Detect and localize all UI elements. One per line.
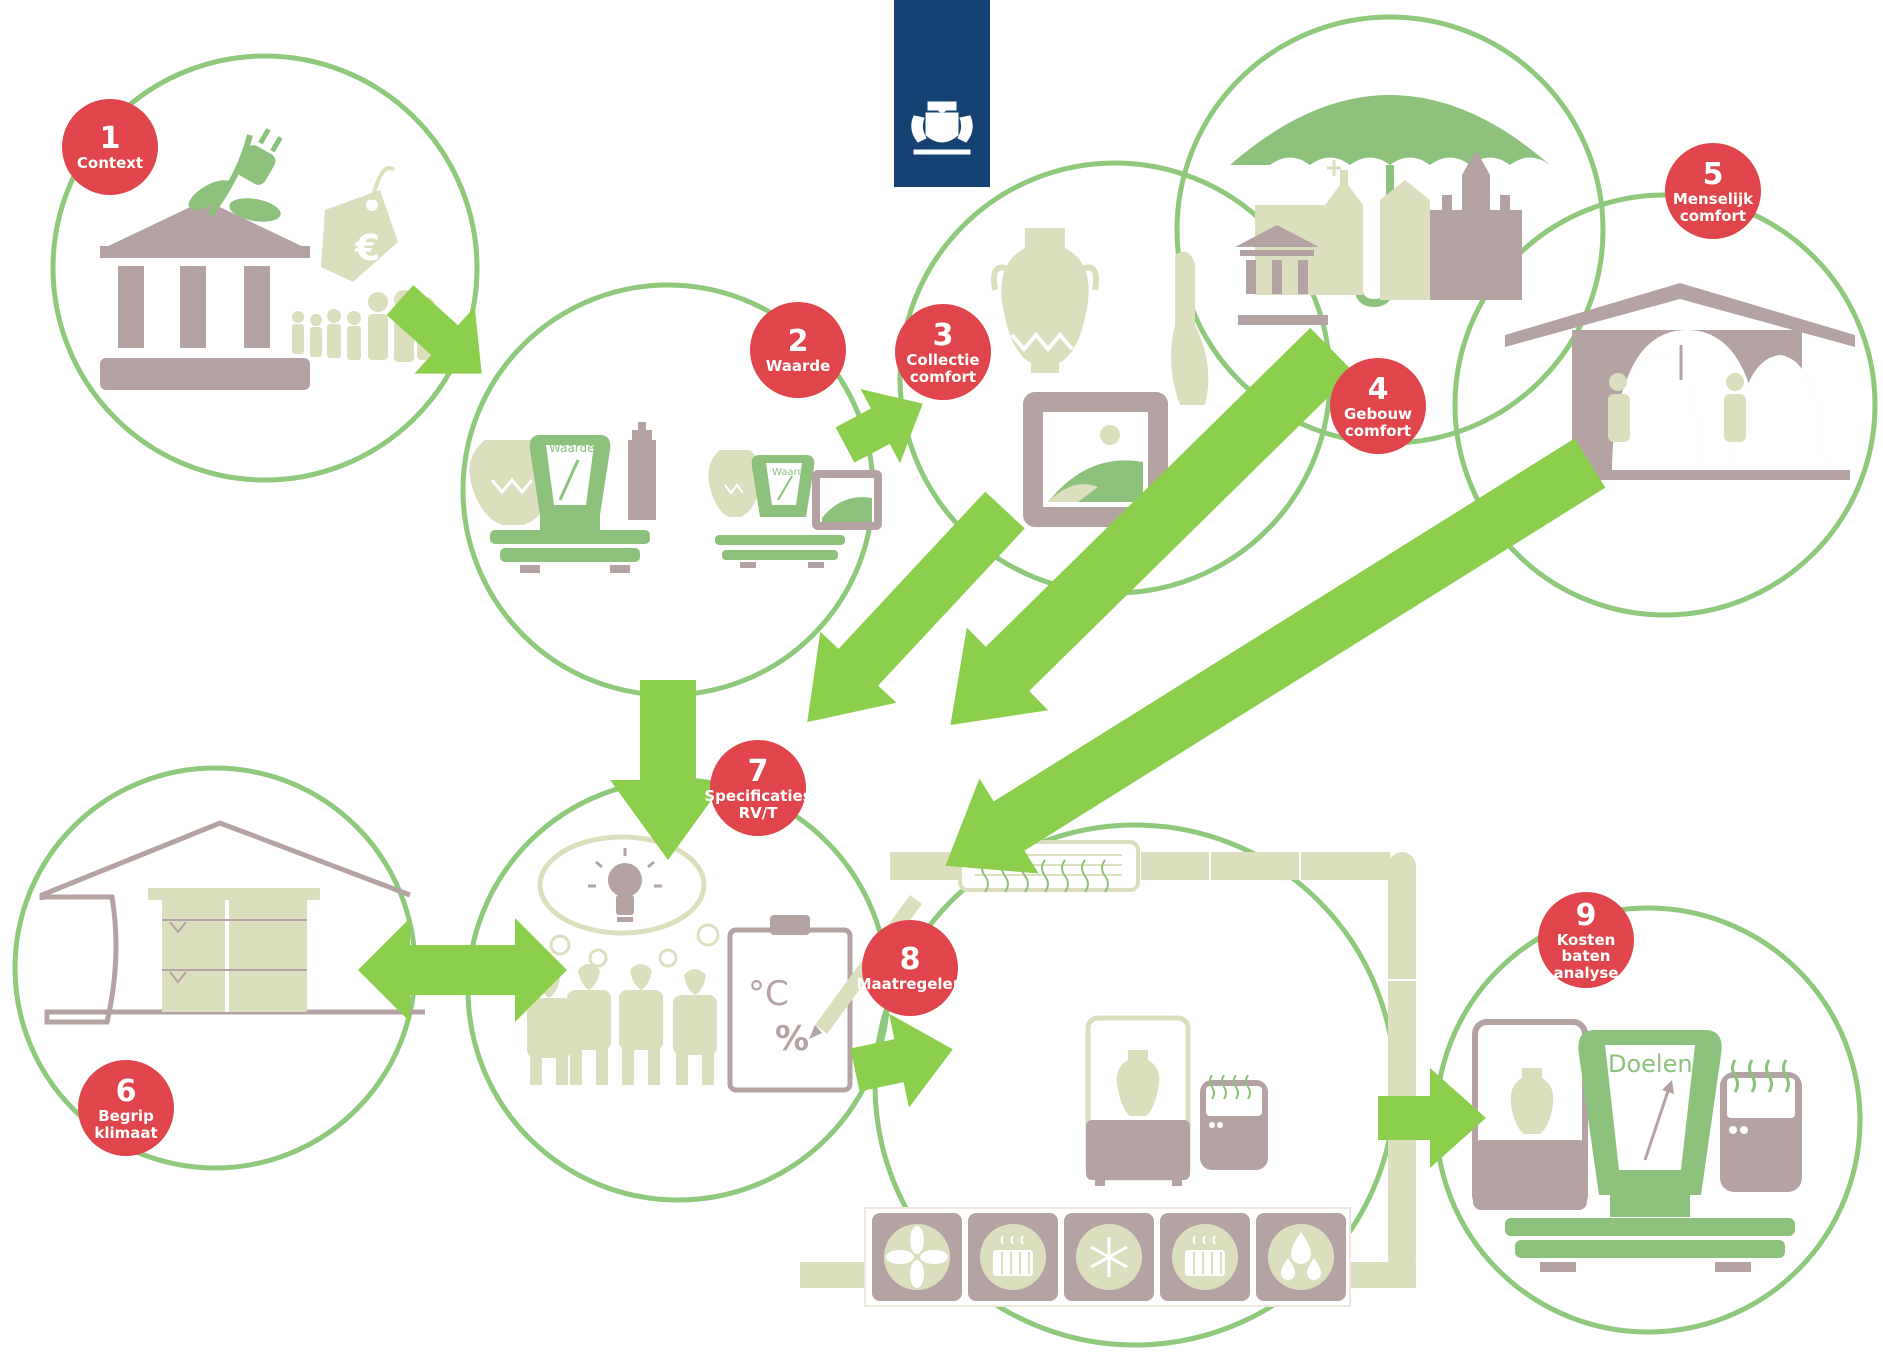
lightbulb-icon: [588, 848, 662, 922]
step-badge-3: 3 Collectie comfort: [895, 304, 991, 400]
radiator-icon: [1185, 1235, 1225, 1276]
fan-icon: [886, 1226, 948, 1288]
plug-icon: [188, 128, 283, 222]
specificaties-illustration: °C %: [527, 834, 922, 1093]
euro-symbol: €: [354, 228, 380, 269]
circle-context: [50, 53, 480, 483]
step-number: 4: [1367, 372, 1389, 407]
arrow-8-to-9: [1378, 1068, 1486, 1168]
step-number: 2: [787, 324, 809, 360]
step-number: 7: [747, 754, 769, 789]
flow-arrows: [358, 285, 1606, 1168]
kosten-illustration: Doelen: [1472, 1019, 1802, 1272]
radiator-icon: [993, 1235, 1033, 1276]
scale-label-large: Waarde: [549, 441, 595, 455]
step-label: Gebouw comfort: [1343, 405, 1413, 440]
step-label: Waarde: [765, 357, 831, 376]
snowflake-icon: [1090, 1237, 1128, 1277]
arrow-7-to-8: [850, 1013, 953, 1108]
menselijk-illustration: [1505, 283, 1855, 480]
context-illustration: €: [100, 128, 435, 390]
step-label: Specificaties RV/T: [704, 787, 812, 822]
arrow-4-to-7: [950, 327, 1354, 725]
arrow-6-7-bidirectional: [358, 918, 567, 1022]
scale-label-small: Waarde: [772, 467, 810, 478]
step-badge-4: 4 Gebouw comfort: [1330, 358, 1426, 454]
clipboard-icon: °C %: [727, 915, 853, 1093]
arrow-1-to-2: [386, 285, 482, 374]
step-label: Collectie comfort: [906, 351, 980, 386]
thermometer-icon: [1671, 335, 1697, 390]
step-label: Kosten baten analyse: [1553, 930, 1619, 982]
step-badge-2: 2 Waarde: [750, 302, 846, 398]
water-drops-icon: [1281, 1232, 1321, 1280]
step-label: Context: [76, 154, 144, 173]
people-group: [527, 964, 717, 1085]
collectie-illustration: [991, 228, 1209, 527]
step-badge-5: 5 Menselijk comfort: [1665, 143, 1761, 239]
arrow-2-to-7: [610, 680, 726, 860]
step-number: 6: [115, 1074, 137, 1109]
step-label: Menselijk comfort: [1672, 190, 1754, 225]
clipboard-percent: %: [775, 1019, 809, 1059]
arrow-5-to-7: [945, 438, 1606, 874]
measure-radiator-2: [1160, 1213, 1250, 1301]
step-number: 8: [899, 942, 921, 978]
step-label: Maatregelen: [856, 975, 964, 994]
arrow-2-to-3: [835, 389, 923, 464]
step-badge-8: 8 Maatregelen: [857, 920, 963, 1016]
step-badge-6: 6 Begrip klimaat: [78, 1060, 174, 1156]
measure-snowflake: [1064, 1213, 1154, 1301]
doelen-label: Doelen: [1608, 1050, 1693, 1078]
gebouw-illustration: [1230, 95, 1550, 325]
maatregelen-illustration: [800, 840, 1416, 1307]
price-tag-icon: €: [321, 166, 398, 282]
step-number: 9: [1575, 897, 1597, 933]
measure-fan: [872, 1213, 962, 1301]
step-number: 5: [1702, 157, 1724, 192]
step-badge-7: 7 Specificaties RV/T: [704, 740, 812, 836]
clipboard-temp: °C: [748, 974, 789, 1014]
step-badge-9: 9 Kosten baten analyse: [1538, 892, 1634, 988]
measure-radiator-1: [968, 1213, 1058, 1301]
step-number: 1: [99, 121, 121, 157]
waarde-illustration: Waarde Waarde: [469, 422, 882, 573]
rijksoverheid-logo: [894, 0, 990, 187]
measure-humidity: [1256, 1213, 1346, 1301]
arrow-3-to-7: [807, 491, 1025, 723]
step-badge-1: 1 Context: [62, 99, 158, 195]
step-label: Begrip klimaat: [94, 1107, 158, 1142]
step-number: 3: [932, 318, 954, 353]
begrip-illustration: [39, 820, 425, 1025]
